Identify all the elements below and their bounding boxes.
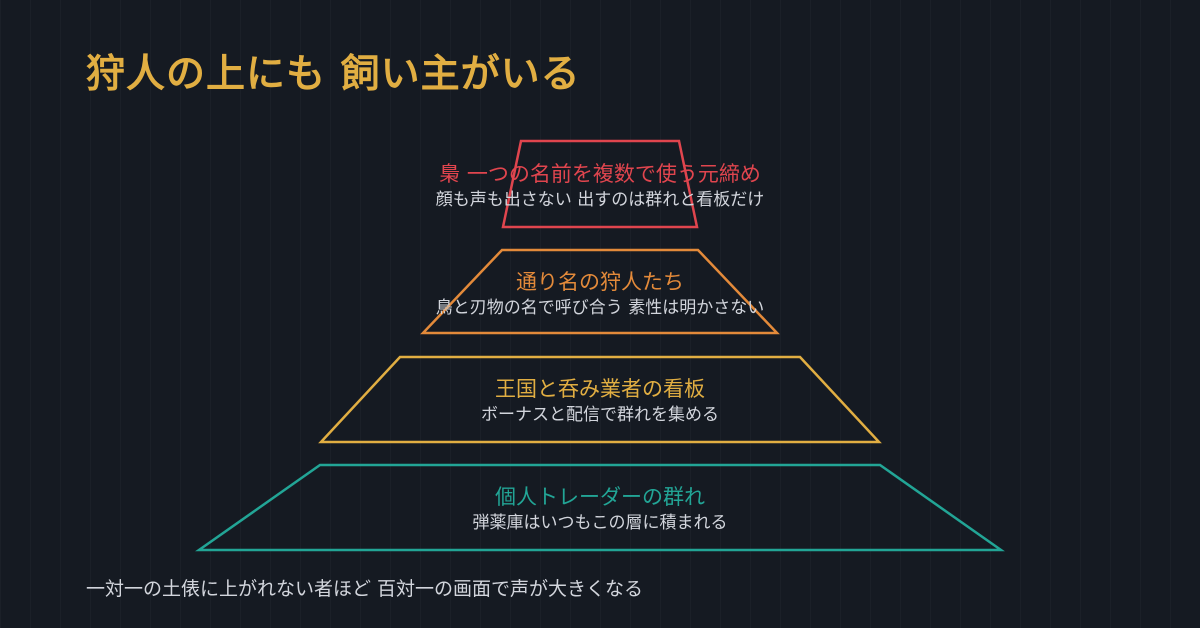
tier-description-second: 鳥と刃物の名で呼び合う 素性は明かさない: [435, 298, 765, 318]
tier-label-base: 個人トレーダーの群れ 弾薬庫はいつもこの層に積まれる: [200, 483, 1000, 535]
tier-label-top: 梟 一つの名前を複数で使う元締め 顔も声も出さない 出すのは群れと看板だけ: [200, 160, 1000, 212]
tier-outline-third: [318, 355, 882, 444]
tier-outline-top: [501, 139, 699, 229]
tier-outline-base: [195, 463, 1005, 552]
tier-heading-base: 個人トレーダーの群れ: [495, 485, 705, 509]
tier-description-top: 顔も声も出さない 出すのは群れと看板だけ: [435, 190, 765, 210]
tier-label-second: 通り名の狩人たち 鳥と刃物の名で呼び合う 素性は明かさない: [200, 268, 1000, 320]
tier-heading-top: 梟 一つの名前を複数で使う元締め: [439, 162, 761, 186]
tier-outline-second: [420, 248, 780, 335]
tier-description-third: ボーナスと配信で群れを集める: [481, 405, 719, 425]
page-title: 狩人の上にも 飼い主がいる: [86, 51, 581, 97]
tier-heading-second: 通り名の狩人たち: [516, 270, 684, 294]
tier-description-base: 弾薬庫はいつもこの層に積まれる: [472, 513, 728, 533]
footer-caption: 一対一の土俵に上がれない者ほど 百対一の画面で声が大きくなる: [86, 578, 644, 600]
tier-heading-third: 王国と呑み業者の看板: [495, 377, 705, 401]
tier-label-third: 王国と呑み業者の看板 ボーナスと配信で群れを集める: [200, 375, 1000, 427]
